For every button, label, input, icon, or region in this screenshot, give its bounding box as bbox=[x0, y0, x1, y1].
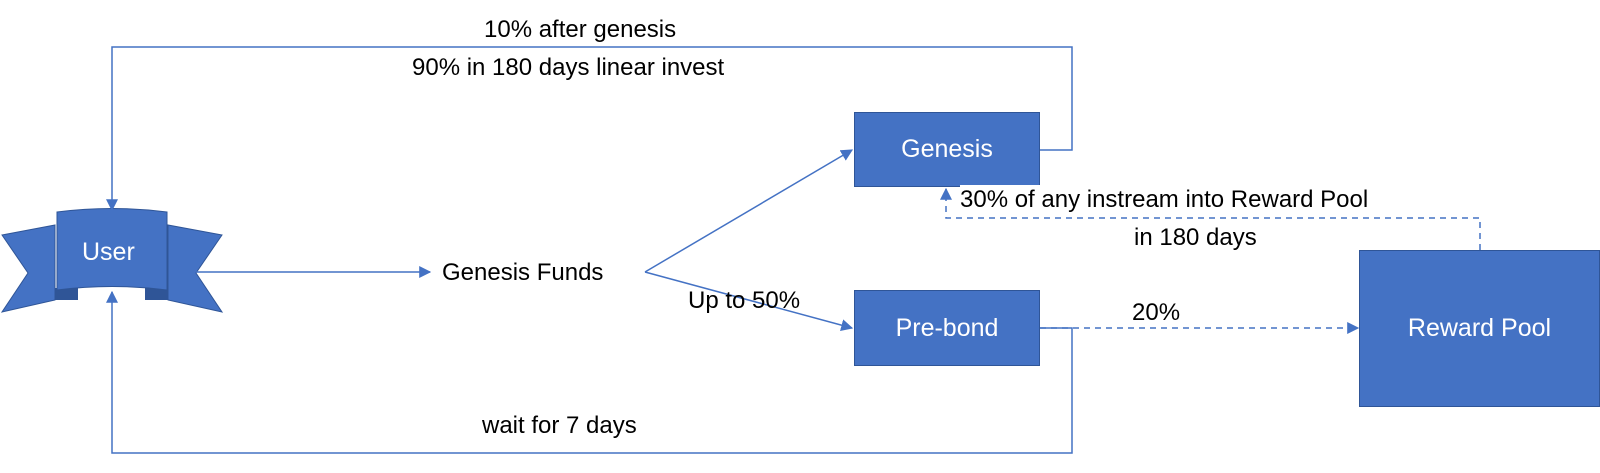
reward-pool-node-label: Reward Pool bbox=[1407, 314, 1552, 342]
ribbon-right-tail bbox=[167, 224, 224, 313]
user-node-label: User bbox=[82, 238, 135, 266]
edge-funds-to-genesis bbox=[644, 149, 854, 273]
ribbon-left-tail bbox=[0, 224, 56, 313]
user-ribbon bbox=[0, 208, 224, 313]
reward-pool-node: Reward Pool bbox=[1359, 250, 1600, 407]
genesis-node-label: Genesis bbox=[901, 135, 993, 163]
edge-label-up-to-50: Up to 50% bbox=[688, 287, 801, 314]
ribbon-right-fold bbox=[145, 288, 168, 300]
edge-label-20-percent: 20% bbox=[1132, 299, 1181, 326]
ribbon-left-fold bbox=[55, 288, 78, 300]
edge-label-10-percent: 10% after genesis bbox=[484, 16, 677, 43]
edge-label-90-percent: 90% in 180 days linear invest bbox=[412, 54, 725, 81]
ribbon-center bbox=[56, 208, 168, 291]
pre-bond-node: Pre-bond bbox=[854, 290, 1040, 366]
edge-genesis-to-user bbox=[106, 46, 1073, 212]
genesis-node: Genesis bbox=[854, 112, 1040, 187]
edge-label-30-percent: 30% of any instream into Reward Pool bbox=[960, 185, 1369, 215]
edge-prebond-to-user bbox=[106, 290, 1073, 454]
genesis-funds-node: Genesis Funds bbox=[442, 259, 604, 286]
edge-pool-to-genesis bbox=[940, 187, 1481, 250]
edge-funds-to-prebond bbox=[644, 271, 854, 331]
edge-label-wait-7-days: wait for 7 days bbox=[482, 412, 637, 439]
pre-bond-node-label: Pre-bond bbox=[895, 313, 999, 342]
edge-label-180-days: in 180 days bbox=[1134, 224, 1257, 251]
